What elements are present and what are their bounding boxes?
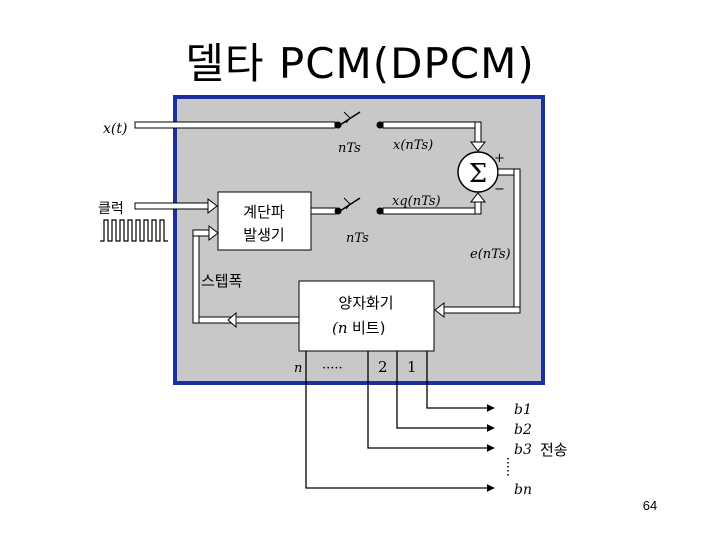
clock-input-label: 클럭: [98, 201, 124, 217]
bottom-sampling-switch: [339, 197, 384, 215]
bit-label-dots: ·····: [322, 361, 343, 376]
bit-label-n: n: [294, 361, 302, 376]
output-b1: b1: [514, 402, 532, 418]
quantizer-bits-prefix: (n: [332, 319, 348, 337]
staircase-generator-block: [217, 191, 312, 251]
sigma-icon: Σ: [469, 159, 487, 189]
bit-label-2: 2: [378, 358, 388, 376]
transmit-label: 전송: [540, 441, 568, 459]
error-signal-label: e(nTs): [470, 247, 511, 262]
output-bn: bn: [514, 482, 532, 498]
bottom-sampler-output: xq(nTs): [392, 194, 441, 209]
staircase-generator-line1: 계단파: [243, 203, 285, 221]
output-b3: b3: [514, 442, 532, 458]
bit-output-lines: [305, 351, 495, 492]
bottom-sampled-pipe: [382, 192, 487, 215]
bit-label-1: 1: [407, 358, 417, 376]
output-b2: b2: [514, 422, 532, 438]
top-sampling-switch: [339, 111, 384, 129]
step-size-label: 스텝폭: [201, 272, 242, 290]
quantizer-bits-suffix: 비트): [352, 319, 385, 337]
signal-input-label: x(t): [103, 121, 127, 137]
clock-waveform-icon: [100, 219, 168, 242]
staircase-generator-line2: 발생기: [243, 226, 284, 244]
page-number: 64: [642, 498, 658, 513]
generator-output-pipe: [310, 207, 342, 215]
bottom-sampler-label: nTs: [346, 231, 369, 246]
signal-input-pipe: [134, 121, 342, 129]
quantizer-line1: 양자화기: [338, 294, 393, 312]
quantizer-block: [298, 280, 435, 352]
top-sampled-pipe: [382, 121, 487, 152]
top-sampler-label: nTs: [338, 141, 361, 156]
top-sampler-output: x(nTs): [393, 138, 433, 153]
clock-input-pipe: [134, 197, 218, 215]
error-signal-pipe: [434, 168, 521, 319]
page-title: 델타 PCM(DPCM): [185, 39, 535, 88]
summer-minus: −: [494, 182, 505, 197]
summer-plus: +: [494, 151, 505, 166]
